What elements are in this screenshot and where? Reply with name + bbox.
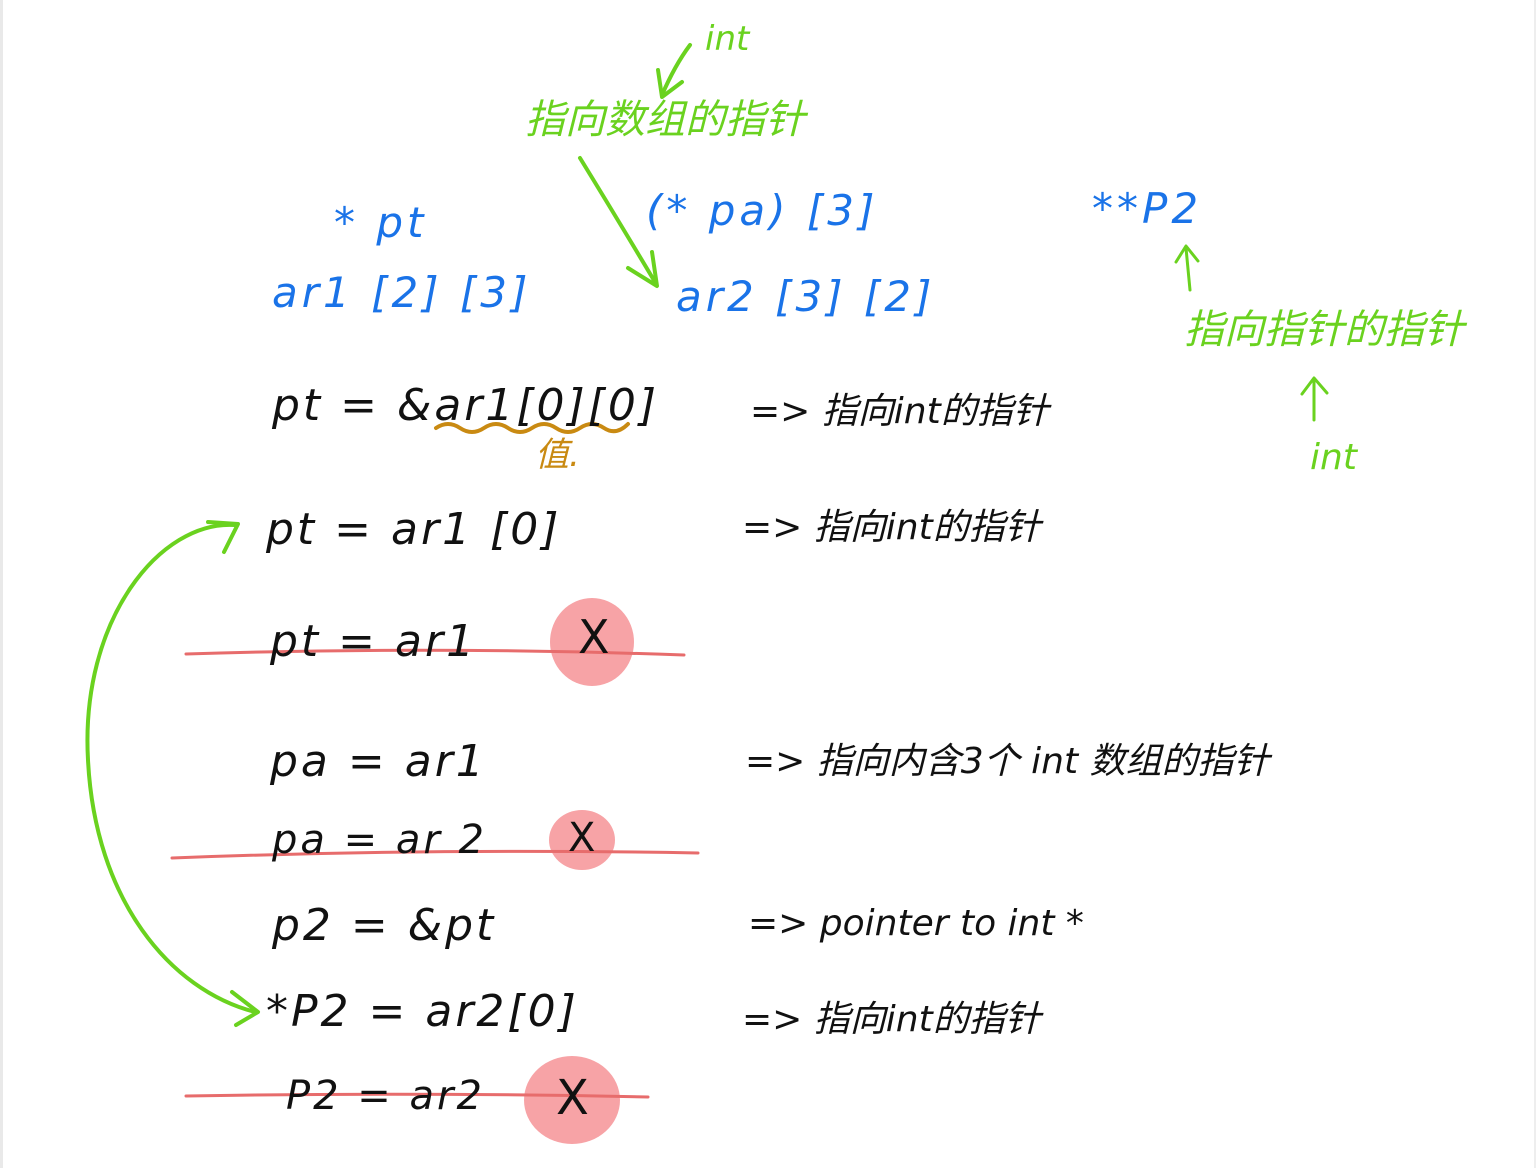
curved-link-arrowhead-top xyxy=(206,520,240,554)
int-to-array-pointer-arrow xyxy=(660,43,692,97)
int-to-pointer-pointer-arrowhead xyxy=(1300,376,1329,396)
wrong-blob-1 xyxy=(550,598,634,686)
row-1-note: => 指向int的指针 xyxy=(750,391,1049,432)
curved-link-arrow xyxy=(85,522,257,1014)
row-6-code: p2 = &pt xyxy=(272,900,497,951)
row-5-code: pa = ar 2 xyxy=(272,817,487,863)
ar1-declaration: ar1 [2] [3] xyxy=(272,268,532,317)
p2-declaration: **P2 xyxy=(1092,184,1203,233)
ar2-declaration: ar2 [3] [2] xyxy=(676,272,936,321)
row-3-code: pt = ar1 xyxy=(270,616,478,667)
row-5-wrong-mark: X xyxy=(568,815,596,861)
strike-line-1 xyxy=(184,648,686,657)
page-left-edge xyxy=(0,0,3,1168)
value-underline xyxy=(434,422,630,434)
row-2-note: => 指向int的指针 xyxy=(742,507,1041,548)
row-8-code: P2 = ar2 xyxy=(286,1073,485,1119)
row-8-wrong-mark: X xyxy=(556,1070,589,1126)
row-7-note: => 指向int的指针 xyxy=(742,999,1041,1040)
array-pointer-to-ar2-arrowhead xyxy=(626,250,659,288)
row-4-code: pa = ar1 xyxy=(270,736,487,787)
int-label-top: int xyxy=(705,19,750,59)
row-2-code: pt = ar1 [0] xyxy=(266,504,562,555)
row-3-wrong-mark: X xyxy=(578,610,610,664)
pt-declaration: * pt xyxy=(334,198,428,247)
wrong-blob-2 xyxy=(549,810,615,870)
pointer-to-array-label: 指向数组的指针 xyxy=(525,97,805,143)
pointer-pointer-arrow xyxy=(1184,246,1192,292)
row-7-code: *P2 = ar2[0] xyxy=(266,986,579,1037)
curved-link-arrowhead-bottom xyxy=(230,990,260,1027)
row-1-code: pt = &ar1[0][0] xyxy=(272,380,660,431)
pointer-pointer-arrowhead xyxy=(1174,244,1200,264)
array-pointer-to-ar2-arrow xyxy=(578,156,657,284)
int-to-array-pointer-arrowhead xyxy=(656,68,684,99)
pointer-to-pointer-label: 指向指针的指针 xyxy=(1184,307,1464,353)
row-1-annotation: 值. xyxy=(535,435,580,475)
page-right-edge xyxy=(1534,0,1536,1168)
strike-line-2 xyxy=(170,849,700,860)
pa-declaration: (* pa) [3] xyxy=(646,186,879,235)
row-6-note: => pointer to int * xyxy=(748,903,1084,944)
wrong-blob-3 xyxy=(524,1056,620,1144)
strike-line-3 xyxy=(184,1092,650,1099)
int-label-bottom: int xyxy=(1310,437,1357,478)
row-4-note: => 指向内含3个 int 数组的指针 xyxy=(745,741,1270,782)
